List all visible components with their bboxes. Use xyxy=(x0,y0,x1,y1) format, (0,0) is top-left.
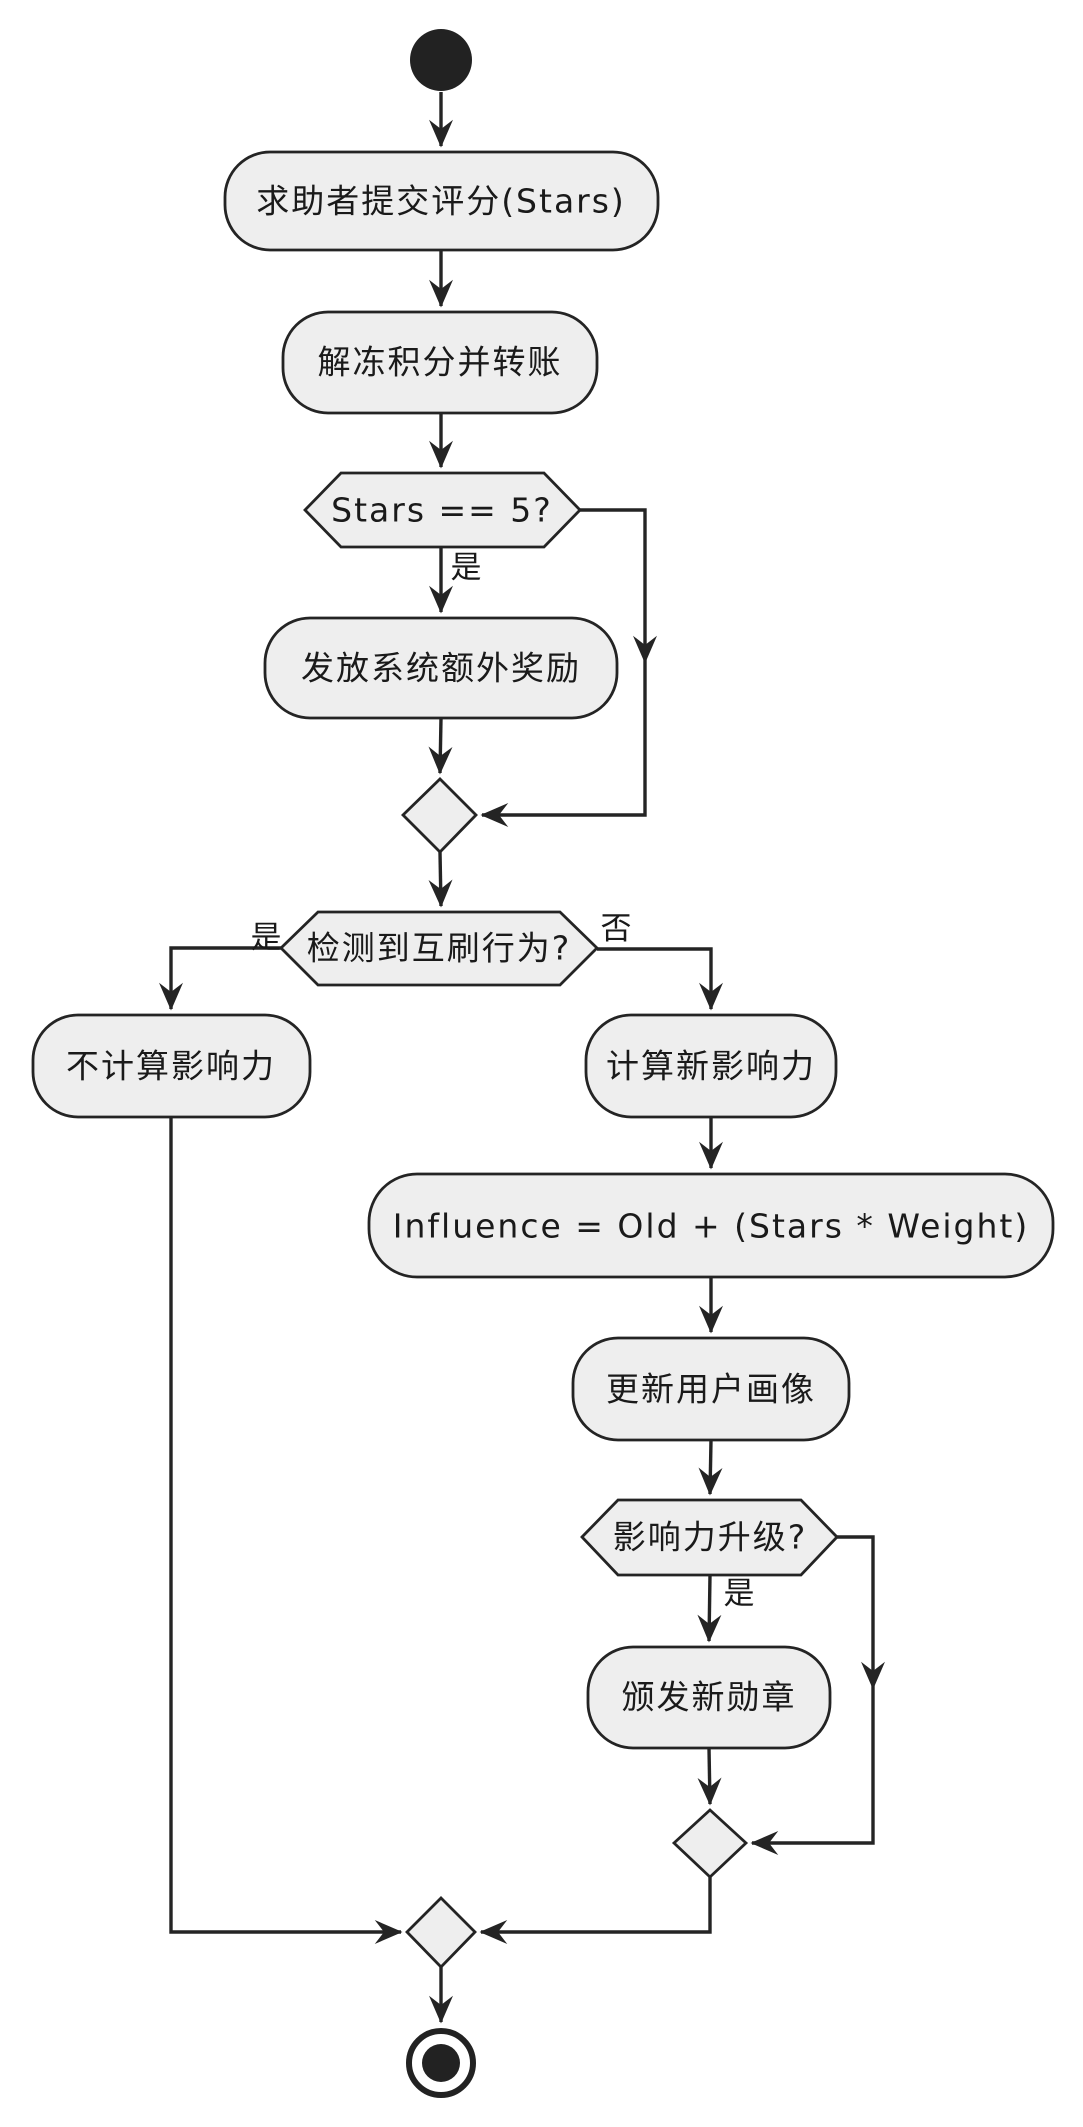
edge-label-upgrade-yes: 是 xyxy=(724,1576,755,1612)
edge-merge-to-final-merge xyxy=(479,1877,712,1944)
activity-unfreeze-points-shape xyxy=(281,310,599,415)
edge-skip-to-final-merge xyxy=(169,1117,403,1944)
activity-grant-bonus: 发放系统额外奖励 xyxy=(263,616,619,720)
activity-influence-formula: Influence = Old + (Stars * Weight) xyxy=(367,1172,1055,1279)
edge-fraud-yes-to-skip xyxy=(159,946,281,1011)
edge-labels: 是 是 否 是 xyxy=(251,550,755,1612)
edge-badge-to-merge xyxy=(697,1747,722,1806)
edge-stars-no-bypass-into-merge xyxy=(480,662,647,827)
end-node xyxy=(406,2028,476,2098)
activity-calc-influence-shape xyxy=(584,1013,838,1119)
decision-influence-upgrade: 影响力升级? xyxy=(580,1498,839,1577)
edge-label-fraud-no: 否 xyxy=(601,911,632,947)
decision-influence-upgrade-shape xyxy=(580,1498,839,1577)
decision-fraud-check-label: 检测到互刷行为? xyxy=(307,929,572,968)
edge-label-stars-yes: 是 xyxy=(451,550,482,586)
edge-upgrade-no-bypass-down xyxy=(837,1535,885,1690)
activity-update-profile-label: 更新用户画像 xyxy=(606,1370,816,1409)
edge-stars-no-bypass-down xyxy=(580,508,657,664)
activity-submit-rating-label: 求助者提交评分(Stars) xyxy=(256,182,626,221)
activity-submit-rating-shape xyxy=(223,150,660,252)
activity-unfreeze-points-label: 解冻积分并转账 xyxy=(318,343,563,382)
activity-skip-influence: 不计算影响力 xyxy=(31,1013,312,1119)
edge-profile-to-upgrade xyxy=(698,1439,723,1496)
activity-grant-bonus-shape xyxy=(263,616,619,720)
edges xyxy=(159,92,885,2024)
activity-submit-rating: 求助者提交评分(Stars) xyxy=(223,150,660,252)
decision-fraud-check-shape xyxy=(279,910,599,987)
decision-fraud-check: 检测到互刷行为? xyxy=(279,910,599,987)
activity-update-profile: 更新用户画像 xyxy=(571,1336,851,1442)
activity-update-profile-shape xyxy=(571,1336,851,1442)
activity-skip-influence-shape xyxy=(31,1013,312,1119)
decision-stars-equals-5: Stars == 5? xyxy=(303,471,582,549)
edge-upgrade-no-bypass-into-merge xyxy=(750,1688,875,1855)
start-node xyxy=(410,29,472,91)
edge-label-fraud-yes: 是 xyxy=(251,920,282,956)
edge-merge-to-fraudcheck xyxy=(428,851,453,908)
decision-stars-equals-5-label: Stars == 5? xyxy=(331,491,553,530)
activity-influence-formula-shape xyxy=(367,1172,1055,1279)
decision-influence-upgrade-label: 影响力升级? xyxy=(613,1518,808,1557)
merge-diamond-after-badge xyxy=(671,1808,749,1879)
activity-grant-bonus-label: 发放系统额外奖励 xyxy=(301,649,581,688)
nodes: 求助者提交评分(Stars) 解冻积分并转账 Stars == 5? 发放系统额… xyxy=(31,29,1055,2098)
activity-influence-formula-label: Influence = Old + (Stars * Weight) xyxy=(393,1207,1029,1246)
activity-unfreeze-points: 解冻积分并转账 xyxy=(281,310,599,415)
merge-diamond-after-bonus xyxy=(401,777,478,854)
activity-calc-influence-label: 计算新影响力 xyxy=(606,1047,816,1086)
end-node-inner-dot xyxy=(422,2044,460,2082)
activity-issue-badge-label: 颁发新勋章 xyxy=(622,1678,797,1717)
activity-skip-influence-label: 不计算影响力 xyxy=(66,1047,276,1086)
final-merge-diamond xyxy=(405,1896,477,1970)
decision-stars-equals-5-shape xyxy=(303,471,582,549)
activity-calc-influence: 计算新影响力 xyxy=(584,1013,838,1119)
edge-bonus-to-merge xyxy=(428,717,453,775)
edge-upgrade-yes-to-badge xyxy=(697,1574,722,1643)
activity-issue-badge-shape xyxy=(586,1645,832,1750)
activity-issue-badge: 颁发新勋章 xyxy=(586,1645,832,1750)
edge-fraud-no-to-calc xyxy=(597,947,723,1011)
